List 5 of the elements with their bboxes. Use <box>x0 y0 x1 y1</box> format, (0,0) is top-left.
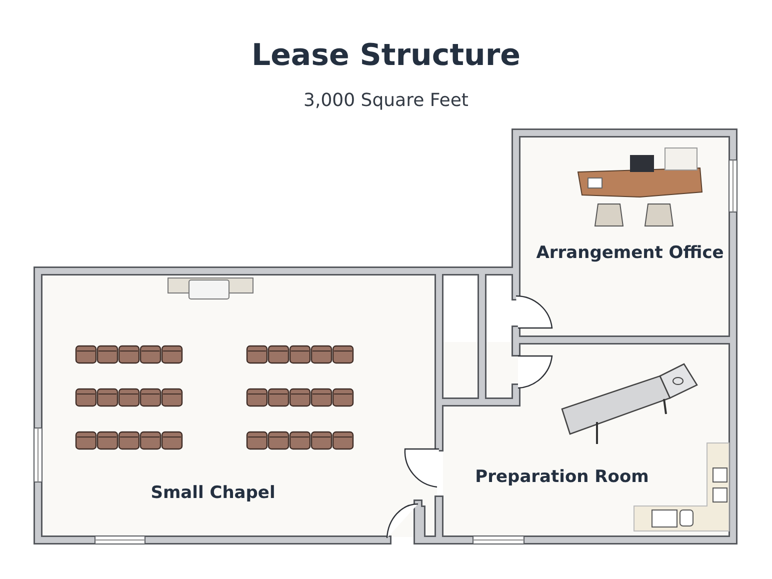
room-label: Arrangement Office <box>536 243 724 263</box>
diagram-title: Lease Structure <box>250 38 522 73</box>
room-label: Preparation Room <box>475 467 649 487</box>
area-subtitle: 3,000 Square Feet <box>302 90 470 111</box>
room-label: Small Chapel <box>150 483 276 503</box>
